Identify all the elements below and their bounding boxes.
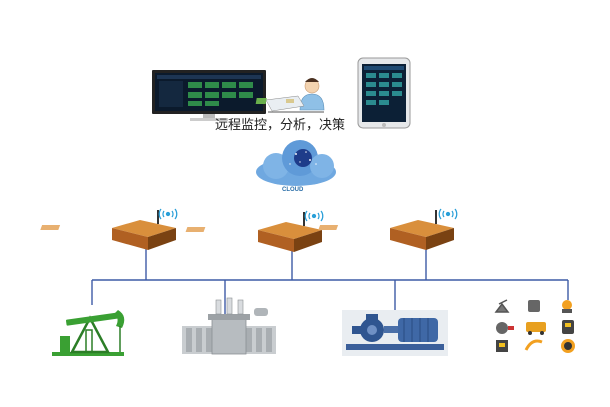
connection-lines (91, 248, 569, 315)
smartphone-icon (357, 57, 411, 129)
truck-icon (526, 322, 546, 332)
wireless-signal-icon (304, 210, 324, 222)
valve-icon (496, 322, 508, 334)
transformer-icon (182, 297, 276, 355)
fuel-nozzle-icon (524, 339, 543, 351)
caption-remote-monitoring: 远程监控，分析，决策 (214, 118, 345, 133)
wireless-signal-icon (438, 208, 458, 220)
equipment-grid-icon (494, 299, 575, 353)
pump-jack-small-icon (494, 299, 510, 313)
oil-pump-jack-icon (52, 310, 125, 356)
tank-icon (528, 300, 540, 312)
cloud-icon (256, 140, 336, 186)
water-pump-icon (342, 310, 448, 356)
gateway-3 (318, 208, 458, 250)
gateway-1 (40, 208, 178, 250)
operator-at-desk-icon (255, 78, 325, 113)
desktop-monitor (152, 70, 266, 121)
cloud-label: CLOUD (282, 187, 304, 193)
alarm-light-icon (562, 300, 572, 310)
gateway-2 (185, 210, 324, 252)
wireless-signal-icon (158, 208, 178, 220)
